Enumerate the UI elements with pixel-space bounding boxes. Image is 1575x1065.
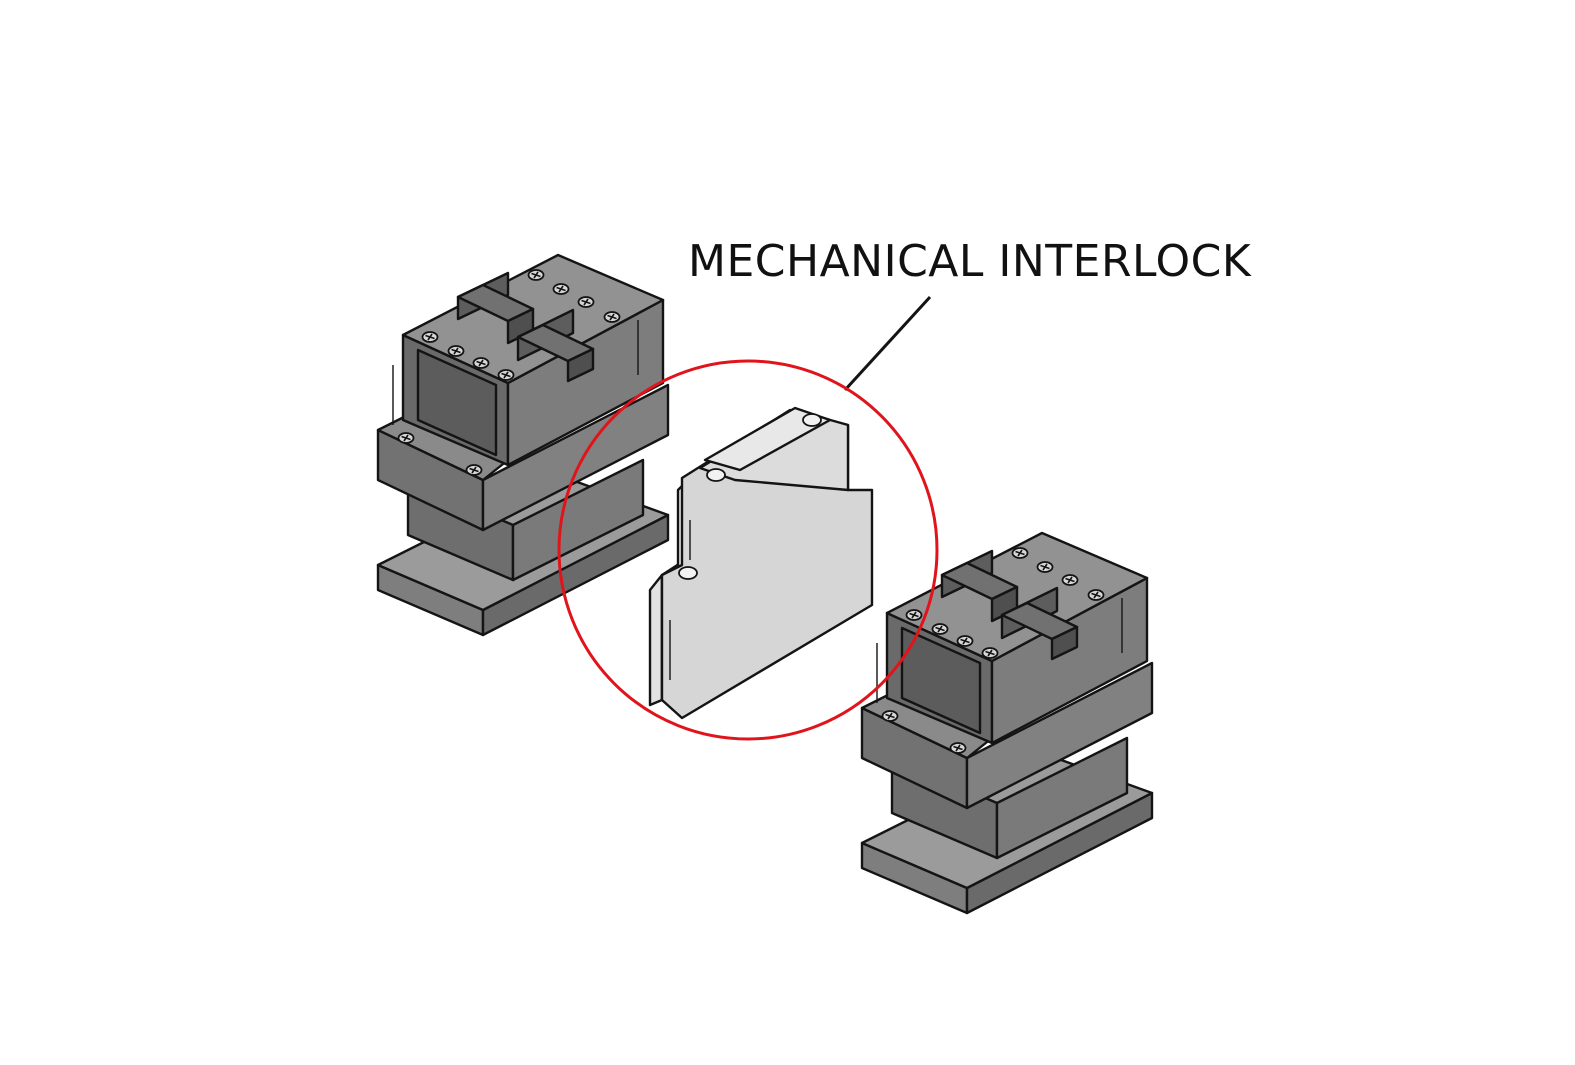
contactor-right xyxy=(862,533,1152,913)
highlight-circle xyxy=(557,359,939,741)
leader-line xyxy=(843,295,932,392)
callout-label-mechanical-interlock: MECHANICAL INTERLOCK xyxy=(688,236,1252,287)
contactor-left xyxy=(378,255,668,635)
mechanical-interlock-part xyxy=(648,406,874,720)
